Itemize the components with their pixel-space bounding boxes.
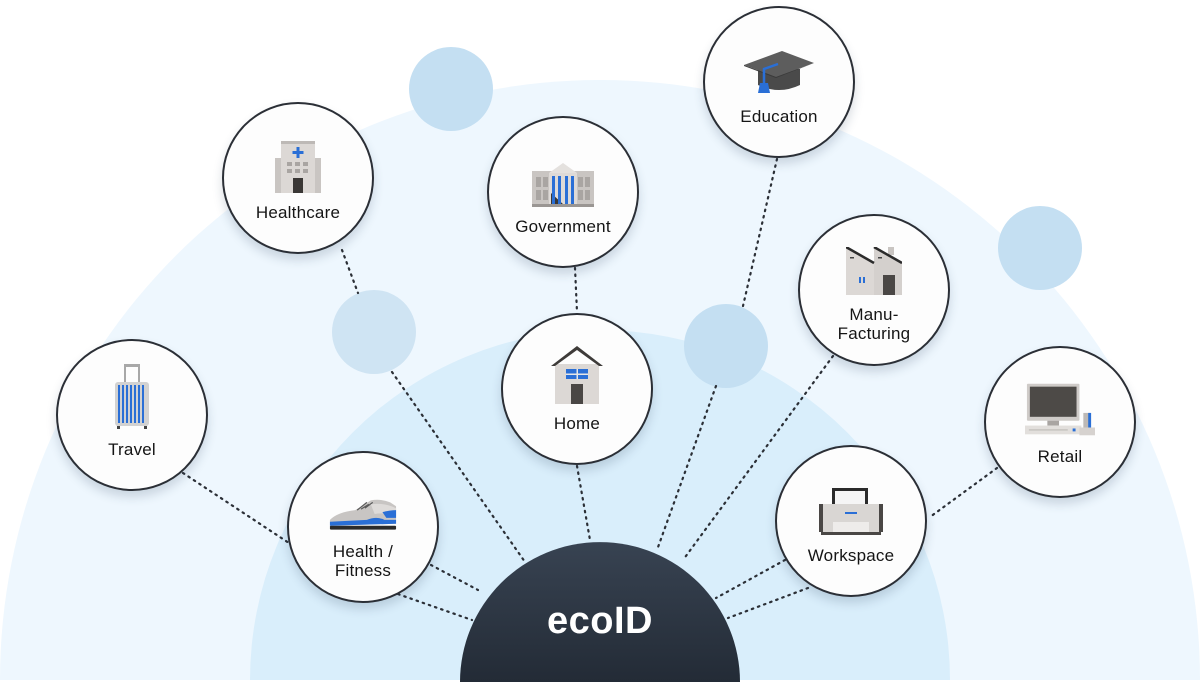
- node-health-fitness[interactable]: Health / Fitness: [287, 451, 439, 603]
- node-label: Education: [740, 106, 818, 126]
- node-education[interactable]: Education: [703, 6, 855, 158]
- node-label: Government: [515, 216, 611, 236]
- node-manufacturing[interactable]: Manu- Facturing: [798, 214, 950, 366]
- pos-terminal-icon: [1025, 379, 1095, 437]
- printer-icon: [816, 478, 886, 536]
- ecoid-hub: [460, 542, 740, 682]
- decor-circle: [409, 47, 493, 131]
- sneaker-icon: [328, 474, 398, 532]
- node-healthcare[interactable]: Healthcare: [222, 102, 374, 254]
- node-label: Manu- Facturing: [837, 305, 911, 343]
- decor-circle: [332, 290, 416, 374]
- hospital-icon: [263, 135, 333, 193]
- connector-lines: [181, 157, 999, 622]
- node-government[interactable]: Government: [487, 116, 639, 268]
- node-home[interactable]: Home: [501, 313, 653, 465]
- node-workspace[interactable]: Workspace: [775, 445, 927, 597]
- node-label: Home: [553, 413, 601, 433]
- node-label: Retail: [1037, 446, 1083, 466]
- node-label: Workspace: [807, 545, 895, 565]
- decor-circle: [684, 304, 768, 388]
- house-icon: [542, 345, 612, 404]
- node-label: Healthcare: [255, 202, 341, 222]
- node-label: Travel: [108, 439, 156, 459]
- node-travel[interactable]: Travel: [56, 339, 208, 491]
- government-building-icon: [528, 149, 598, 207]
- node-label: Health / Fitness: [332, 542, 394, 580]
- suitcase-icon: [97, 363, 167, 430]
- ecoid-hub-label: ecoID: [547, 600, 653, 642]
- inner-arc: [250, 330, 950, 680]
- factory-icon: [839, 237, 909, 295]
- graduation-cap-icon: [744, 39, 814, 97]
- node-retail[interactable]: Retail: [984, 346, 1136, 498]
- decor-circle: [998, 206, 1082, 290]
